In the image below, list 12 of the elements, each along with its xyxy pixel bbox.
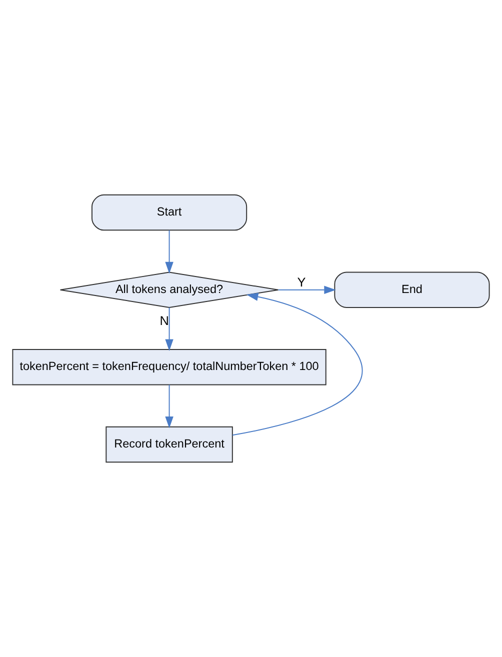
arrow [278, 286, 336, 294]
node-box: tokenPercent = tokenFrequency/ totalNumberToken * 100 [12, 349, 326, 386]
arrow [165, 384, 174, 428]
arrow [232, 292, 363, 436]
node-diamond: All tokens analysed? [60, 272, 279, 308]
node-box: Record tokenPercent [106, 426, 233, 463]
node-box: End [334, 272, 490, 308]
arrow [165, 307, 174, 351]
edge-label: Y [297, 274, 306, 290]
edge-label: N [160, 313, 169, 328]
arrow [165, 230, 174, 274]
node-box: Start [91, 194, 248, 231]
